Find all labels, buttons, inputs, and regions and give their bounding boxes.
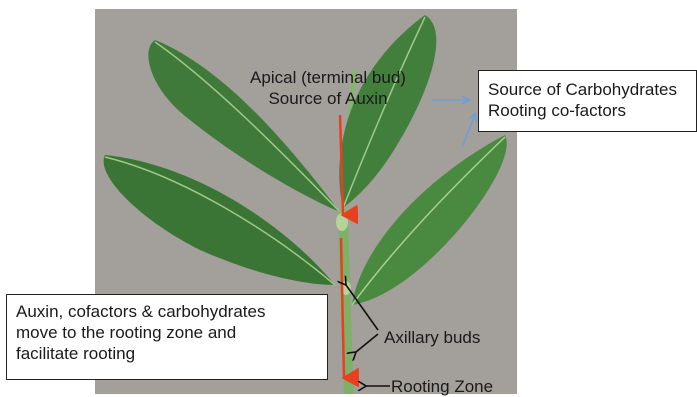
rooting-label-line2: move to the rooting zone and <box>16 322 327 343</box>
carbohydrates-box: Source of Carbohydrates Rooting co-facto… <box>478 70 697 132</box>
axillary-bud-upper <box>336 213 348 231</box>
apical-label-line1: Apical (terminal bud) <box>238 67 418 88</box>
rooting-label-line3: facilitate rooting <box>16 343 327 364</box>
carb-label-line1: Source of Carbohydrates <box>488 79 696 100</box>
rooting-explanation-box: Auxin, cofactors & carbohydrates move to… <box>6 294 328 380</box>
carb-label-line2: Rooting co-factors <box>488 100 696 121</box>
axillary-buds-label: Axillary buds <box>384 327 480 348</box>
apical-label-line2: Source of Auxin <box>238 88 418 109</box>
apical-bud-label: Apical (terminal bud) Source of Auxin <box>238 67 418 109</box>
rooting-label-line1: Auxin, cofactors & carbohydrates <box>16 301 327 322</box>
